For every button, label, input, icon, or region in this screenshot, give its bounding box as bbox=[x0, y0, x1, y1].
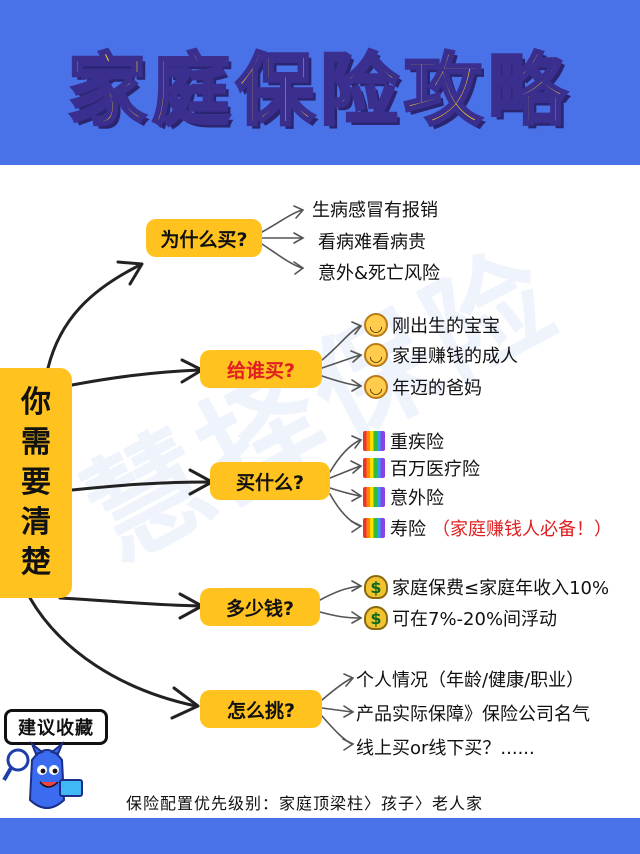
leaf-item: 看病难看病贵 bbox=[318, 232, 426, 253]
node-how-much: 多少钱? bbox=[200, 588, 320, 626]
connector-whom bbox=[70, 368, 202, 387]
leaf-item: $家庭保费≤家庭年收入10% bbox=[364, 574, 609, 600]
must-have-note: （家庭赚钱人必备！） bbox=[432, 519, 612, 540]
money-bag-icon: $ bbox=[364, 606, 388, 630]
priority-note: 保险配置优先级别：家庭顶梁柱〉孩子〉老人家 bbox=[126, 794, 484, 813]
leaf-item: 百万医疗险 bbox=[362, 455, 480, 481]
mascot-icon bbox=[2, 740, 83, 809]
leaf-item: 重疾险 bbox=[362, 428, 444, 454]
node-what-to-buy: 买什么? bbox=[210, 462, 330, 500]
rainbow-icon bbox=[363, 518, 385, 538]
adult-face-icon: ◡ bbox=[364, 343, 388, 367]
arrowhead-why bbox=[116, 260, 144, 286]
root-char: 楚 bbox=[21, 545, 51, 580]
arrowhead-pick bbox=[170, 686, 200, 720]
rainbow-icon bbox=[363, 431, 385, 451]
rainbow-icon bbox=[363, 487, 385, 507]
node-why-buy: 为什么买? bbox=[146, 219, 262, 257]
footer-bar bbox=[0, 818, 640, 854]
connector-why bbox=[46, 263, 142, 370]
baby-face-icon: ◡ bbox=[364, 313, 388, 337]
bookmark-badge: 建议收藏 bbox=[4, 709, 108, 745]
root-char: 你 bbox=[21, 385, 51, 420]
leaf-item: ◡家里赚钱的成人 bbox=[364, 342, 518, 368]
leaf-item: 产品实际保障》保险公司名气 bbox=[356, 704, 590, 725]
node-how-to-pick: 怎么挑? bbox=[200, 690, 322, 728]
node-for-whom: 给谁买? bbox=[200, 350, 322, 388]
connector-what bbox=[70, 480, 212, 492]
leaf-item: ◡刚出生的宝宝 bbox=[364, 312, 500, 338]
root-node: 你 需 要 清 楚 bbox=[0, 368, 72, 598]
header-banner bbox=[0, 0, 640, 165]
leaf-item: 意外&死亡风险 bbox=[318, 263, 441, 284]
root-char: 要 bbox=[21, 465, 51, 500]
elder-face-icon: ◡ bbox=[364, 375, 388, 399]
leaf-item: 寿险（家庭赚钱人必备！） bbox=[362, 515, 612, 541]
connector-pick bbox=[28, 596, 198, 708]
leaf-item: ◡年迈的爸妈 bbox=[364, 374, 482, 400]
root-char: 需 bbox=[21, 425, 51, 460]
money-bag-icon: $ bbox=[364, 575, 388, 599]
leaf-item: 意外险 bbox=[362, 484, 444, 510]
leaf-item: 线上买or线下买？...... bbox=[356, 738, 535, 759]
leaf-item: $可在7%-20%间浮动 bbox=[364, 605, 557, 631]
leaf-item: 生病感冒有报销 bbox=[312, 200, 438, 221]
leaf-item: 个人情况（年龄/健康/职业） bbox=[356, 670, 585, 691]
rainbow-icon bbox=[363, 458, 385, 478]
root-char: 清 bbox=[21, 505, 51, 540]
connector-cost bbox=[58, 596, 202, 608]
page-title: 家庭保险攻略 bbox=[66, 45, 572, 138]
